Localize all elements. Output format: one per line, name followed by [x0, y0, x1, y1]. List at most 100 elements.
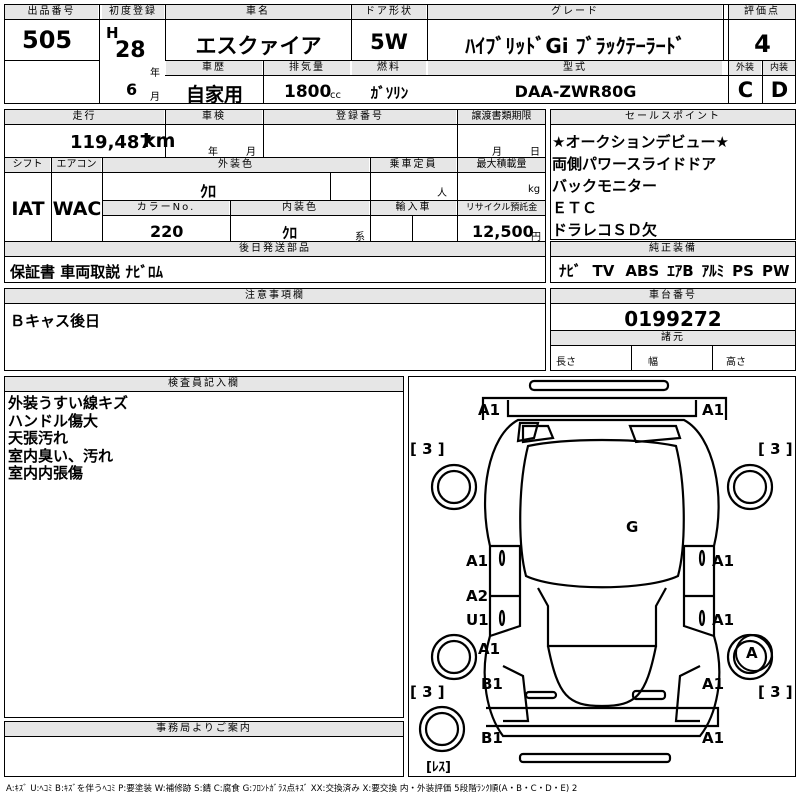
side-bracket: [ 3 ]: [410, 683, 445, 701]
side-bracket: [ 3 ]: [758, 683, 793, 701]
inspection-label: 車検: [166, 110, 262, 124]
damage-mark: A1: [478, 401, 500, 419]
inspector-note: ハンドル傷大: [8, 411, 99, 430]
displacement-unit: cc: [330, 90, 341, 101]
inspector-note: 室内内張傷: [8, 464, 84, 482]
first-reg-month-unit: 月: [150, 92, 160, 103]
damage-mark: A1: [478, 640, 500, 658]
inspector-note: 外装うすい線キズ: [8, 394, 129, 412]
damage-mark: A1: [702, 401, 724, 419]
ext-color-label: 外装色: [103, 158, 369, 172]
sales-point: 両側パワースライドドア: [552, 155, 717, 173]
history-label: 車歴: [166, 61, 262, 75]
later-parts-box: [4, 256, 546, 283]
transfer-month-unit: 月: [492, 147, 502, 158]
first-reg-era: H: [106, 24, 119, 42]
equipment-item: ﾅﾋﾞ: [559, 262, 582, 280]
equipment-item: ABS: [625, 262, 660, 280]
sales-point: ドラレコＳＤ欠: [552, 221, 658, 239]
damage-mark: A1: [712, 552, 734, 570]
circled-mark: [735, 634, 773, 672]
inspector-note: 天張汚れ: [8, 429, 69, 447]
specs-height: 高さ: [726, 357, 746, 368]
inspector-notes: 外装うすい線キズ ハンドル傷大 天張汚れ 室内臭い、汚れ 室内内張傷: [8, 394, 129, 483]
chassis-label: 車台番号: [551, 289, 795, 303]
registration-label: 登録番号: [264, 110, 456, 124]
car-name: エスクァイア: [195, 34, 322, 58]
sales-points-list: ★オークションデビュー★ 両側パワースライドドア バックモニター ＥＴＣ ドラレ…: [552, 131, 729, 241]
equipment-label: 純正装備: [551, 242, 795, 256]
inspector-box: [4, 376, 404, 718]
exterior-label: 外装: [729, 61, 761, 75]
lot-label: 出品番号: [5, 5, 98, 19]
displacement-label: 排気量: [264, 61, 350, 75]
mileage-unit: km: [143, 130, 176, 152]
int-color-unit: 系: [355, 232, 365, 243]
import-label: 輸入車: [371, 201, 456, 215]
shift-label: シフト: [5, 158, 50, 172]
inspection-month-unit: 月: [246, 147, 256, 158]
color-no-label: カラーNo.: [103, 201, 229, 215]
damage-mark: A1: [712, 611, 734, 629]
sales-points-box: [550, 109, 796, 240]
interior-grade: D: [770, 78, 789, 102]
side-bracket: [ 3 ]: [410, 440, 445, 458]
max-load-unit: kg: [528, 184, 541, 195]
recycle-unit: 円: [531, 232, 541, 243]
max-load-label: 最大積載量: [458, 158, 545, 172]
damage-mark: B1: [481, 729, 503, 747]
inspector-note: 室内臭い、汚れ: [8, 446, 114, 465]
transfer-deadline-label: 譲渡書類期限: [458, 110, 545, 124]
chassis-number: 0199272: [624, 307, 722, 331]
equipment-item: PW: [761, 262, 790, 280]
int-color-label: 内装色: [231, 201, 369, 215]
office-label: 事務局よりご案内: [5, 722, 403, 736]
mileage-value: 119,487: [70, 132, 152, 153]
fuel-label: 燃料: [352, 61, 426, 75]
sales-points-label: セールスポイント: [551, 110, 795, 124]
first-reg-label: 初度登録: [102, 5, 164, 19]
damage-mark: A2: [466, 587, 488, 605]
damage-diagram-box: [408, 376, 796, 777]
displacement-value: 1800: [284, 82, 332, 102]
sales-point: バックモニター: [552, 177, 658, 195]
sales-point: ★オークションデビュー★: [552, 133, 729, 151]
damage-mark: A1: [466, 552, 488, 570]
damage-mark: U1: [466, 611, 489, 629]
chassis-box: [550, 288, 796, 371]
specs-label: 諸元: [551, 331, 795, 345]
interior-label: 内装: [763, 61, 795, 75]
shift-value: IAT: [11, 198, 45, 220]
door-type: 5W: [370, 30, 408, 54]
score-label: 評価点: [729, 5, 795, 19]
car-name-label: 車名: [166, 5, 350, 19]
damage-mark: A1: [702, 675, 724, 693]
specs-length: 長さ: [556, 357, 576, 368]
first-reg-year-unit: 年: [150, 68, 160, 79]
doors-label: ドア形状: [352, 5, 426, 19]
int-color-value: ｸﾛ: [282, 224, 298, 242]
top-section: [4, 4, 796, 104]
capacity-label: 乗車定員: [371, 158, 456, 172]
caution-box: [4, 288, 546, 371]
spare-label: [ﾚｽ]: [426, 760, 451, 775]
model-label: 型式: [428, 61, 722, 75]
model-value: DAA-ZWR80G: [514, 82, 637, 101]
equipment-item: PS: [732, 262, 754, 280]
specs-width: 幅: [648, 357, 658, 368]
transfer-day-unit: 日: [530, 147, 540, 158]
damage-mark: G: [626, 518, 638, 536]
damage-mark: B1: [481, 675, 503, 693]
aircon-value: WAC: [52, 198, 102, 220]
equipment-item: ｴｱB: [667, 262, 694, 280]
inspector-label: 検査員記入欄: [5, 377, 403, 391]
first-reg-year: 28: [115, 38, 146, 63]
office-box: [4, 721, 404, 777]
first-reg-month: 6: [126, 80, 138, 99]
equipment-item: TV: [592, 262, 615, 280]
lot-number: 505: [22, 26, 73, 54]
caution-value: Ｂキャス後日: [10, 312, 101, 330]
caution-label: 注意事項欄: [5, 289, 545, 303]
